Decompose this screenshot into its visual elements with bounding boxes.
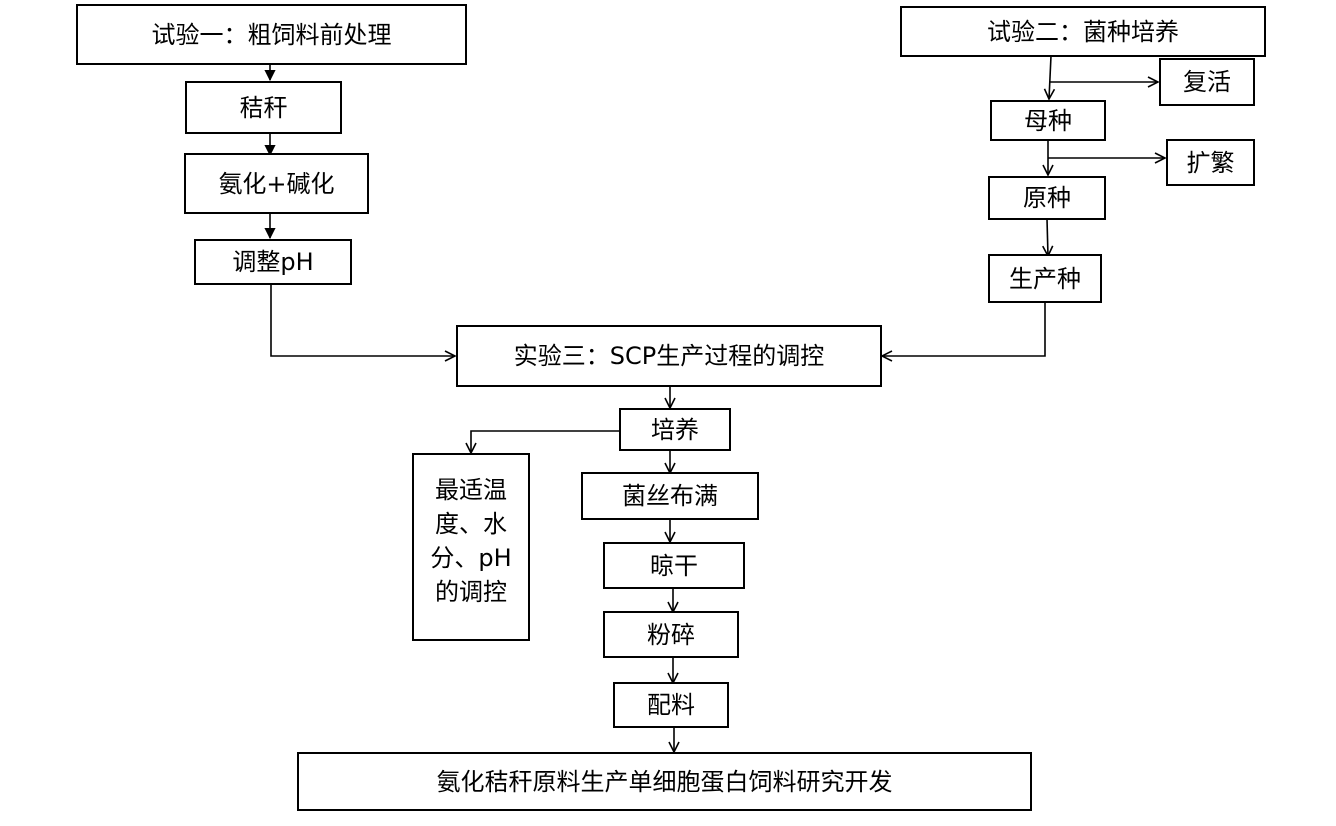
step-air-dry: 晾干: [603, 542, 745, 589]
step-mycelium-full-label: 菌丝布满: [622, 482, 718, 510]
trial2-title-box: 试验二：菌种培养: [900, 6, 1266, 57]
step-ammoniation: 氨化+碱化: [184, 153, 369, 214]
trial1-title: 试验一：粗饲料前处理: [151, 20, 392, 49]
step-adjust-ph-label: 调整pH: [232, 248, 314, 276]
step-production-culture-label: 生产种: [1009, 264, 1081, 293]
step-straw: 秸秆: [185, 81, 342, 134]
final-outcome-box: 氨化秸秆原料生产单细胞蛋白饲料研究开发: [297, 752, 1032, 811]
step-adjust-ph: 调整pH: [194, 239, 352, 285]
step-production-culture: 生产种: [988, 254, 1102, 303]
step-air-dry-label: 晾干: [650, 551, 698, 580]
trial1-title-box: 试验一：粗饲料前处理: [76, 4, 467, 65]
step-mycelium-full: 菌丝布满: [581, 472, 759, 520]
step-culture: 培养: [619, 408, 731, 451]
final-outcome: 氨化秸秆原料生产单细胞蛋白饲料研究开发: [436, 767, 893, 796]
step-crush: 粉碎: [603, 611, 739, 658]
step-mix-label: 配料: [647, 691, 695, 719]
trial3-title: 实验三：SCP生产过程的调控: [513, 342, 825, 370]
side-step-expand: 扩繁: [1166, 139, 1255, 186]
arrow-original-to-production: [1047, 218, 1048, 256]
step-mother-culture-label: 母种: [1024, 106, 1072, 135]
step-straw-label: 秸秆: [239, 93, 288, 122]
side-note-conditions-label: 最适温度、水分、pH的调控: [430, 476, 512, 606]
side-step-revive: 复活: [1159, 58, 1255, 106]
side-step-revive-label: 复活: [1183, 68, 1231, 96]
arrow-production-to-trial3: [882, 302, 1046, 356]
trial2-title: 试验二：菌种培养: [987, 17, 1179, 46]
step-mix: 配料: [613, 682, 729, 728]
step-culture-label: 培养: [651, 415, 699, 444]
arrow-ph-to-trial3: [270, 285, 455, 356]
side-step-expand-label: 扩繁: [1186, 148, 1235, 177]
step-original-culture: 原种: [988, 176, 1106, 220]
step-mother-culture: 母种: [990, 100, 1106, 141]
arrow-culture-to-sidenote: [471, 430, 619, 453]
step-ammoniation-label: 氨化+碱化: [218, 169, 335, 198]
side-note-conditions: 最适温度、水分、pH的调控: [412, 453, 530, 641]
trial3-title-box: 实验三：SCP生产过程的调控: [456, 325, 882, 387]
step-crush-label: 粉碎: [647, 620, 695, 649]
step-original-culture-label: 原种: [1023, 184, 1071, 212]
arrow-trial2-to-mother: [1049, 55, 1051, 99]
